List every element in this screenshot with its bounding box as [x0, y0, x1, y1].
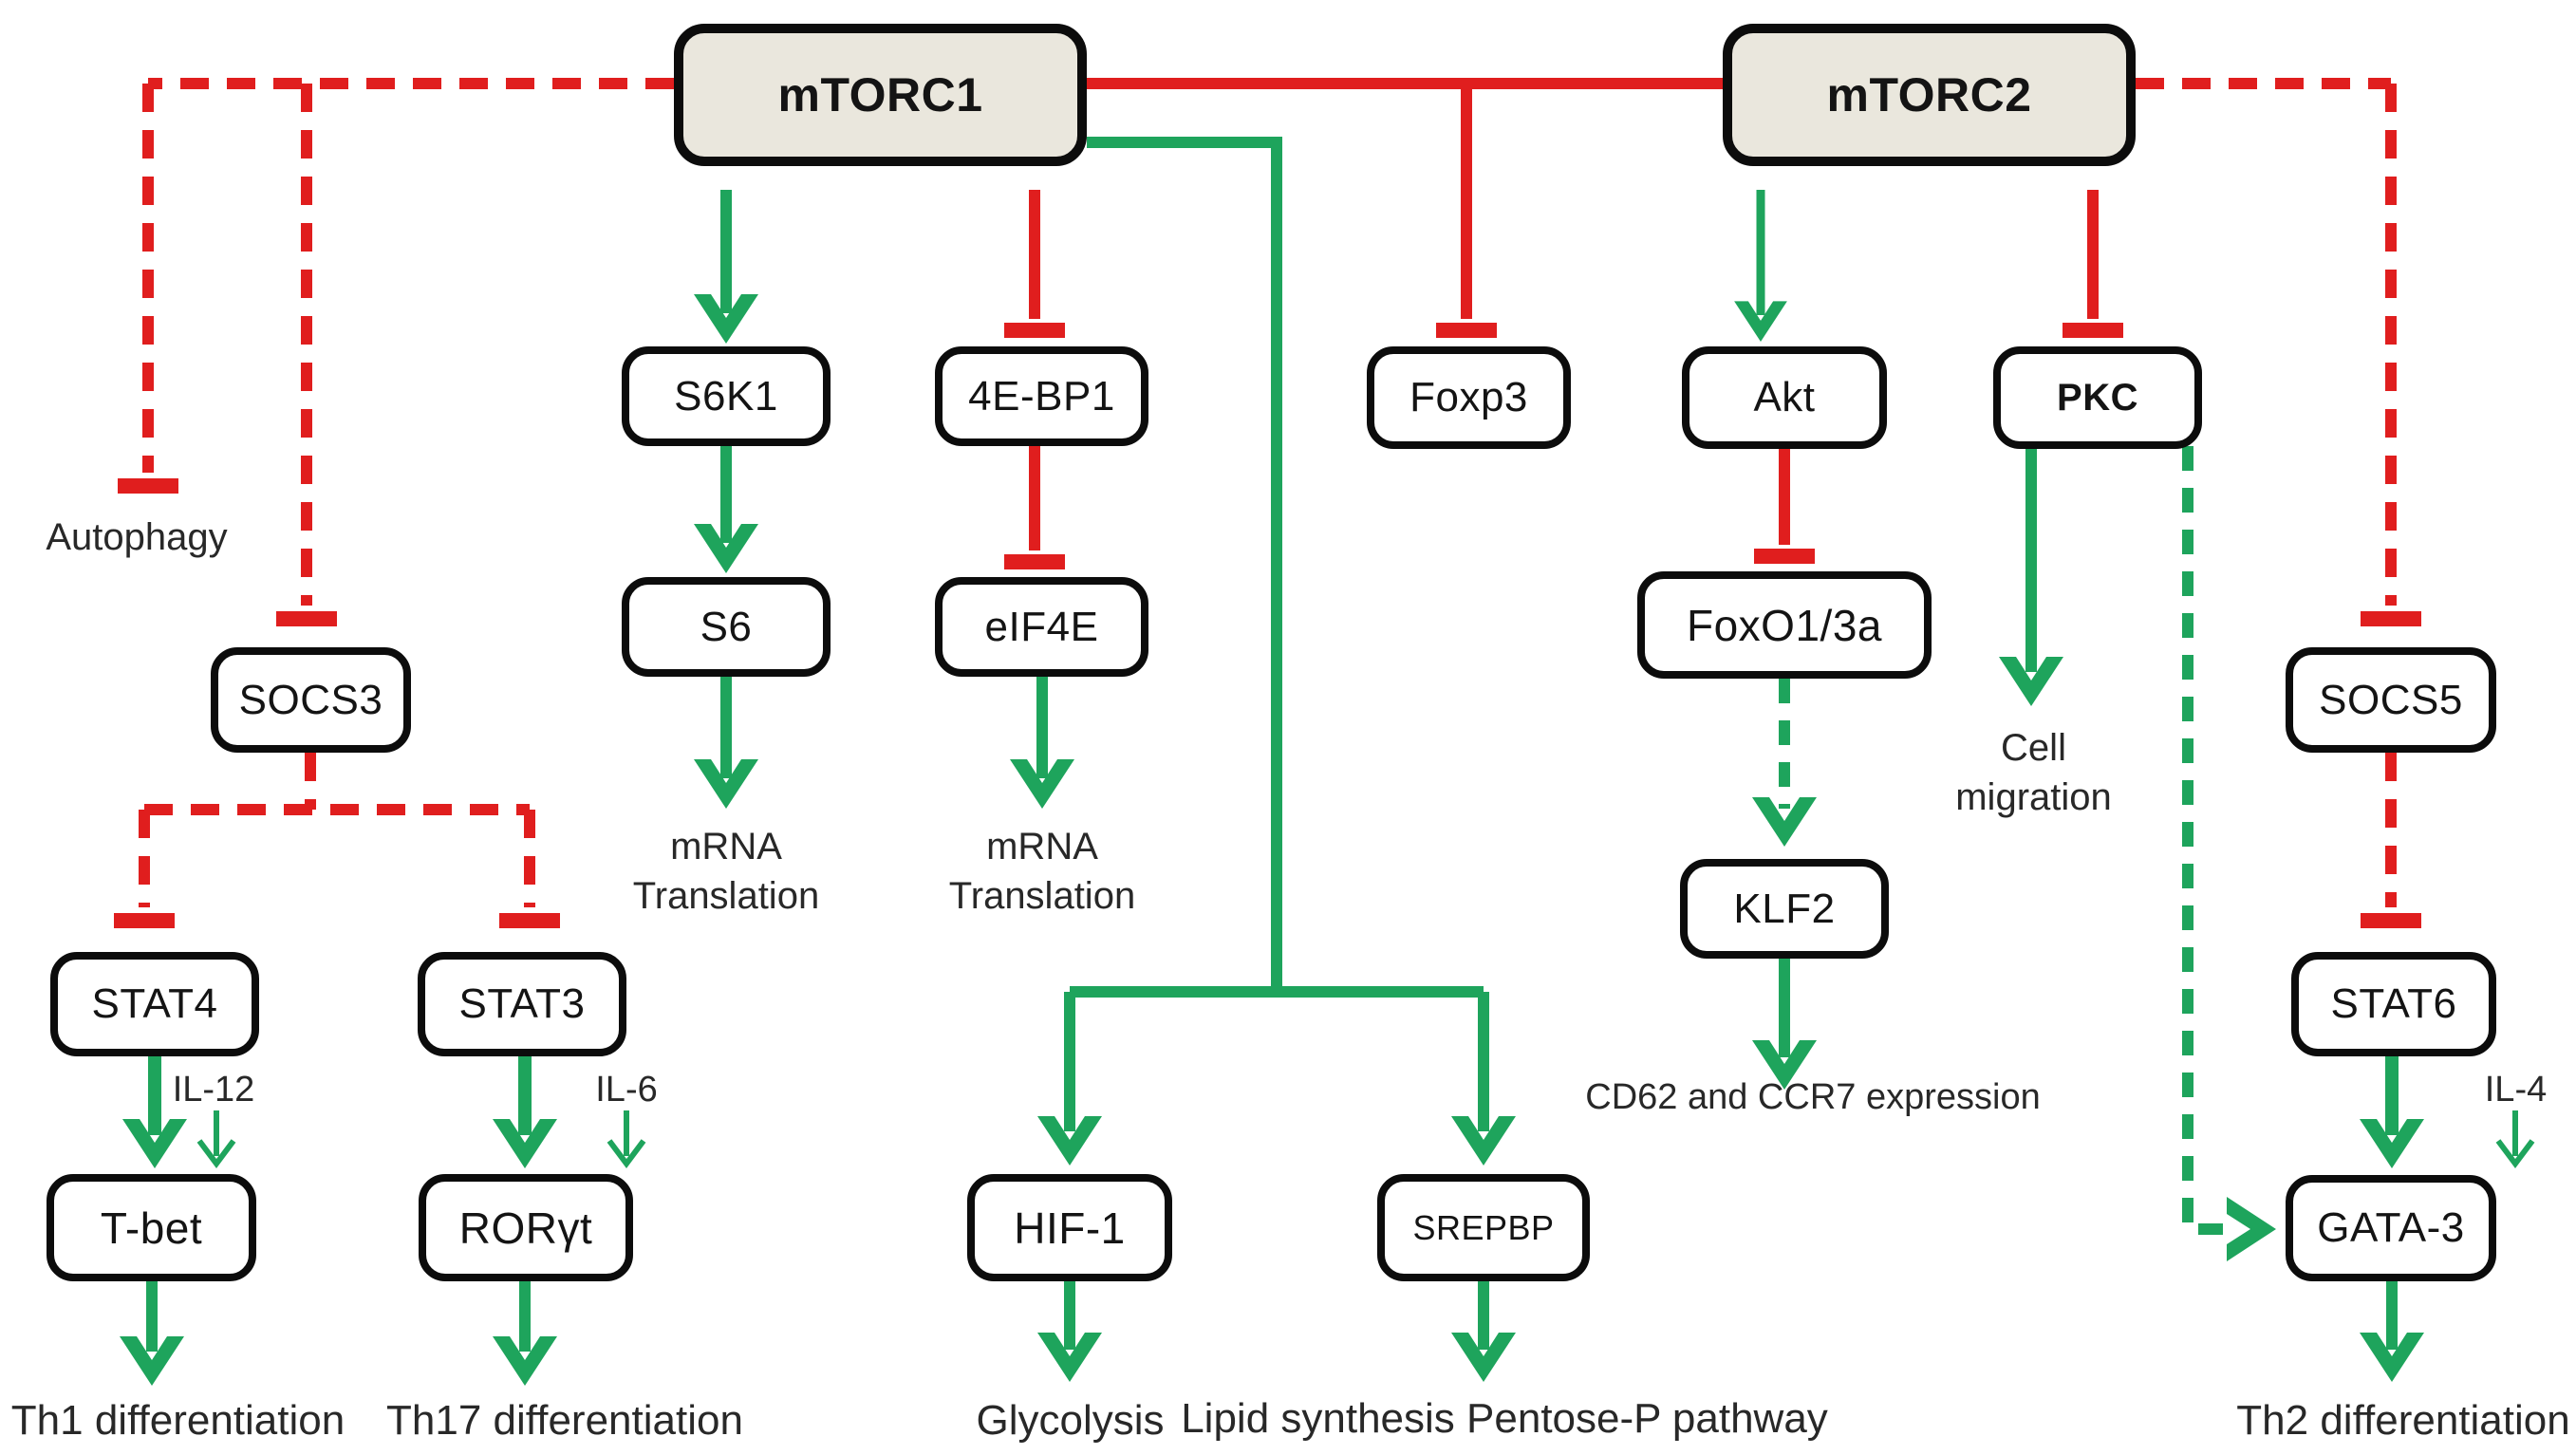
label-mrna-2-line2: Translation [948, 875, 1136, 917]
node-s6k1-label: S6K1 [674, 372, 778, 420]
node-eif4e-label: eIF4E [984, 603, 1099, 650]
label-glycolysis: Glycolysis [976, 1397, 1165, 1444]
node-klf2-label: KLF2 [1733, 885, 1836, 932]
node-hif-1: HIF-1 [967, 1174, 1172, 1281]
label-autophagy: Autophagy [46, 516, 228, 558]
node-rorgt: RORγt [419, 1174, 633, 1281]
label-cell-migration: Cell migration [1917, 723, 2150, 822]
node-mtorc1: mTORC1 [674, 24, 1087, 166]
node-socs5: SOCS5 [2286, 647, 2496, 753]
node-klf2: KLF2 [1680, 859, 1889, 959]
edge-il4-gata3-activate [2495, 1110, 2535, 1168]
node-socs3: SOCS3 [211, 647, 411, 753]
edge-hif1-glycolysis-activate [1037, 1281, 1102, 1382]
node-gata-3-label: GATA-3 [2317, 1204, 2465, 1251]
edge-mtorc2-pkc-inhibit [2063, 190, 2123, 338]
node-rorgt-label: RORγt [458, 1203, 593, 1253]
label-th17-differentiation: Th17 differentiation [386, 1397, 743, 1444]
edge-mtorc2-akt-activate [1734, 190, 1787, 342]
edge-mtorc1-socs3-inhibit-dashed [276, 84, 337, 626]
node-stat3-label: STAT3 [458, 980, 586, 1027]
edge-socs3-stat4-inhibit-dashed [114, 753, 530, 928]
node-eif4e: eIF4E [935, 577, 1148, 677]
label-th1-differentiation: Th1 differentiation [10, 1397, 345, 1444]
node-stat6: STAT6 [2291, 952, 2496, 1056]
node-pkc-label: PKC [2057, 376, 2138, 419]
edge-mtorc1-s6k1-activate [694, 190, 758, 344]
edge-rorgt-th17-activate [493, 1281, 557, 1386]
label-il-4: IL-4 [2484, 1070, 2548, 1110]
edge-mtorc1-4ebp1-inhibit [1004, 190, 1065, 338]
node-akt-label: Akt [1753, 374, 1816, 420]
edge-mtorc1-mtorc2-foxp3-inhibit [1087, 78, 1723, 338]
edge-il12-tbet-activate [196, 1110, 236, 1168]
node-4e-bp1: 4E-BP1 [935, 346, 1148, 446]
edge-srepbp-lipid-activate [1451, 1281, 1516, 1382]
node-stat6-label: STAT6 [2330, 980, 2457, 1027]
edge-il6-rorgt-activate [607, 1110, 646, 1168]
node-srepbp-label: SREPBP [1412, 1207, 1555, 1247]
label-mrna-translation-1: mRNA Translation [598, 822, 854, 921]
node-s6k1: S6K1 [622, 346, 831, 446]
node-4e-bp1-label: 4E-BP1 [968, 372, 1115, 420]
node-mtorc1-label: mTORC1 [777, 68, 983, 121]
node-stat4-label: STAT4 [91, 980, 218, 1027]
label-mrna-1-line2: Translation [632, 875, 820, 917]
edge-pkc-gata3-activate-dashed [2182, 446, 2276, 1261]
node-pkc: PKC [1993, 346, 2202, 449]
node-s6: S6 [622, 577, 831, 677]
edge-gata3-th2-activate [2360, 1281, 2424, 1382]
node-hif-1-label: HIF-1 [1014, 1203, 1126, 1253]
label-mrna-translation-2: mRNA Translation [914, 822, 1170, 921]
label-lipid-synthesis-pentose-p: Lipid synthesis Pentose-P pathway [1181, 1395, 1828, 1442]
edge-tbet-th1-activate [120, 1281, 184, 1386]
edge-klf2-cd62-activate [1752, 959, 1817, 1090]
node-foxo1-3a-label: FoxO1/3a [1687, 600, 1882, 650]
edge-mtorc2-socs5-inhibit-dashed [2136, 78, 2421, 626]
label-th2-differentiation: Th2 differentiation [2236, 1397, 2570, 1444]
edge-4ebp1-eif4e-inhibit [1004, 446, 1065, 569]
label-mrna-2-line1: mRNA [986, 826, 1098, 867]
node-mtorc2: mTORC2 [1723, 24, 2136, 166]
edge-stat4-tbet-activate [122, 1056, 187, 1168]
label-mrna-1-line1: mRNA [670, 826, 782, 867]
edge-mtorc1-hif1-srepbp-activate [1037, 137, 1516, 1166]
edge-mtorc1-autophagy-inhibit-dashed [118, 78, 674, 494]
node-srepbp: SREPBP [1377, 1174, 1590, 1281]
edge-eif4e-mrna-activate [1010, 677, 1074, 809]
edge-pkc-cell-migration-activate [1999, 446, 2063, 706]
label-cell-migration-line2: migration [1955, 776, 2112, 818]
label-il-6: IL-6 [595, 1070, 658, 1110]
node-akt: Akt [1682, 346, 1887, 449]
edge-socs3-stat3-inhibit-dashed [499, 810, 560, 928]
node-stat4: STAT4 [50, 952, 259, 1056]
node-socs5-label: SOCS5 [2319, 676, 2463, 723]
edge-socs5-stat6-inhibit-dashed [2361, 753, 2421, 928]
edge-stat3-rorgt-activate [493, 1056, 557, 1168]
label-cd62-ccr7: CD62 and CCR7 expression [1585, 1077, 2041, 1117]
label-cell-migration-line1: Cell [2001, 727, 2066, 769]
node-t-bet: T-bet [47, 1174, 256, 1281]
edge-s6k1-s6-activate [694, 446, 758, 573]
node-foxp3-label: Foxp3 [1409, 374, 1528, 420]
edge-stat6-gata3-activate [2360, 1056, 2424, 1168]
node-foxo1-3a: FoxO1/3a [1637, 571, 1932, 679]
edge-s6-mrna-activate [694, 677, 758, 809]
edge-akt-foxo-inhibit [1754, 446, 1815, 564]
node-gata-3: GATA-3 [2286, 1175, 2496, 1281]
label-il-12: IL-12 [172, 1070, 255, 1110]
edge-foxo-klf2-activate-dashed [1752, 679, 1817, 847]
node-t-bet-label: T-bet [100, 1203, 203, 1253]
node-mtorc2-label: mTORC2 [1826, 68, 2032, 121]
node-stat3: STAT3 [418, 952, 626, 1056]
node-foxp3: Foxp3 [1367, 346, 1571, 449]
node-socs3-label: SOCS3 [238, 676, 383, 723]
node-s6-label: S6 [700, 603, 753, 650]
